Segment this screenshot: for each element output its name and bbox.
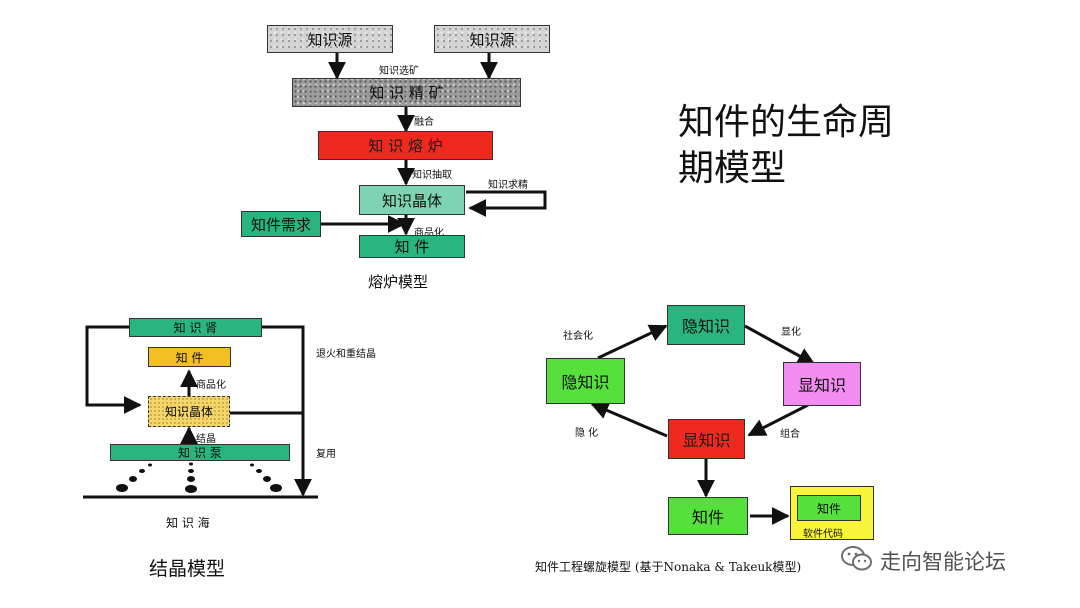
inner-knowware-label: 知件 <box>816 501 841 516</box>
label-socialize: 社会化 <box>563 331 593 342</box>
label-mining: 知识选矿 <box>379 66 419 77</box>
explicit-knowledge-right-label: 显知识 <box>797 376 846 395</box>
droplets <box>116 462 282 493</box>
label-externalize: 显化 <box>781 327 801 338</box>
knowledge-pump-box: 知 识 泵 <box>110 444 290 461</box>
explicit-knowledge-bottom-label: 显知识 <box>682 431 731 450</box>
knowledge-source-box-1: 知识源 <box>267 25 393 53</box>
arrow-refine-loop <box>466 190 547 217</box>
knowledge-pump-label: 知 识 泵 <box>178 446 222 460</box>
label-combine: 组合 <box>780 429 800 440</box>
crystal-model-caption: 结晶模型 <box>149 558 226 580</box>
knowledge-ore-box: 知 识 精 矿 <box>292 78 521 107</box>
title-line-1: 知件的生命周 <box>678 102 895 143</box>
knowledge-store-box: 知 识 肾 <box>129 318 262 337</box>
knowledge-source-box-2: 知识源 <box>434 25 550 53</box>
arrow-top-to-right <box>744 324 816 366</box>
knowledge-store-label: 知 识 肾 <box>173 321 218 335</box>
label-extract: 知识抽取 <box>412 170 452 181</box>
explicit-knowledge-bottom-box: 显知识 <box>668 419 745 459</box>
inner-knowware-box: 知件 <box>797 495 861 521</box>
knowware-product-box: 知 件 <box>359 235 465 258</box>
label-commercial-b: 商品化 <box>196 380 226 391</box>
knowware-box: 知 件 <box>148 347 231 367</box>
label-crystallize: 结晶 <box>196 434 216 445</box>
knowledge-crystal-label-b: 知识晶体 <box>164 405 213 419</box>
watermark-text: 走向智能论坛 <box>880 550 1006 574</box>
label-internalize: 隐 化 <box>575 428 599 439</box>
software-code-label: 软件代码 <box>803 529 843 540</box>
label-anneal: 退火和重结晶 <box>316 349 376 360</box>
explicit-knowledge-right-box: 显知识 <box>783 362 861 406</box>
label-fusion: 融合 <box>414 117 434 128</box>
arrow-bottom-to-left <box>590 402 668 438</box>
label-reuse: 复用 <box>316 449 336 460</box>
knowware-product-label-spiral: 知件 <box>691 508 724 527</box>
title-line-2: 期模型 <box>678 148 787 189</box>
wechat-icon <box>840 545 874 577</box>
watermark: 走向智能论坛 <box>840 545 1006 577</box>
knowware-label: 知 件 <box>175 350 204 365</box>
knowledge-sea-label: 知 识 海 <box>166 516 210 530</box>
knowware-product-box-spiral: 知件 <box>668 497 748 535</box>
tacit-knowledge-left-label: 隐知识 <box>561 373 610 392</box>
loop-left <box>85 325 142 414</box>
knowware-product-label: 知 件 <box>394 238 430 256</box>
loop-right <box>229 325 305 415</box>
knowware-demand-label: 知件需求 <box>250 215 311 234</box>
label-commercial: 商品化 <box>414 228 444 239</box>
software-code-box: 知件 软件代码 <box>790 486 874 540</box>
arrow-right-to-bottom <box>747 403 809 437</box>
furnace-model-caption: 熔炉模型 <box>368 273 429 291</box>
knowledge-crystal-label: 知识晶体 <box>381 191 442 210</box>
label-refine: 知识求精 <box>488 180 528 191</box>
tacit-knowledge-top-box: 隐知识 <box>667 305 745 345</box>
knowware-demand-box: 知件需求 <box>241 211 321 237</box>
tacit-knowledge-left-box: 隐知识 <box>546 358 625 404</box>
arrow-left-to-top <box>597 324 668 360</box>
knowledge-ore-label: 知 识 精 矿 <box>369 84 444 102</box>
knowledge-crystal-box: 知识晶体 <box>359 185 465 215</box>
spiral-model-caption: 知件工程螺旋模型 (基于Nonaka & Takeuk模型) <box>535 560 802 574</box>
tacit-knowledge-top-label: 隐知识 <box>681 317 730 336</box>
knowledge-source-label: 知识源 <box>469 30 515 49</box>
page-title: 知件的生命周 期模型 <box>678 100 894 192</box>
knowledge-crystal-box-b: 知识晶体 <box>148 396 230 427</box>
knowledge-furnace-label: 知 识 熔 炉 <box>368 137 443 155</box>
knowledge-furnace-box: 知 识 熔 炉 <box>318 131 493 160</box>
knowledge-source-label: 知识源 <box>307 30 353 49</box>
